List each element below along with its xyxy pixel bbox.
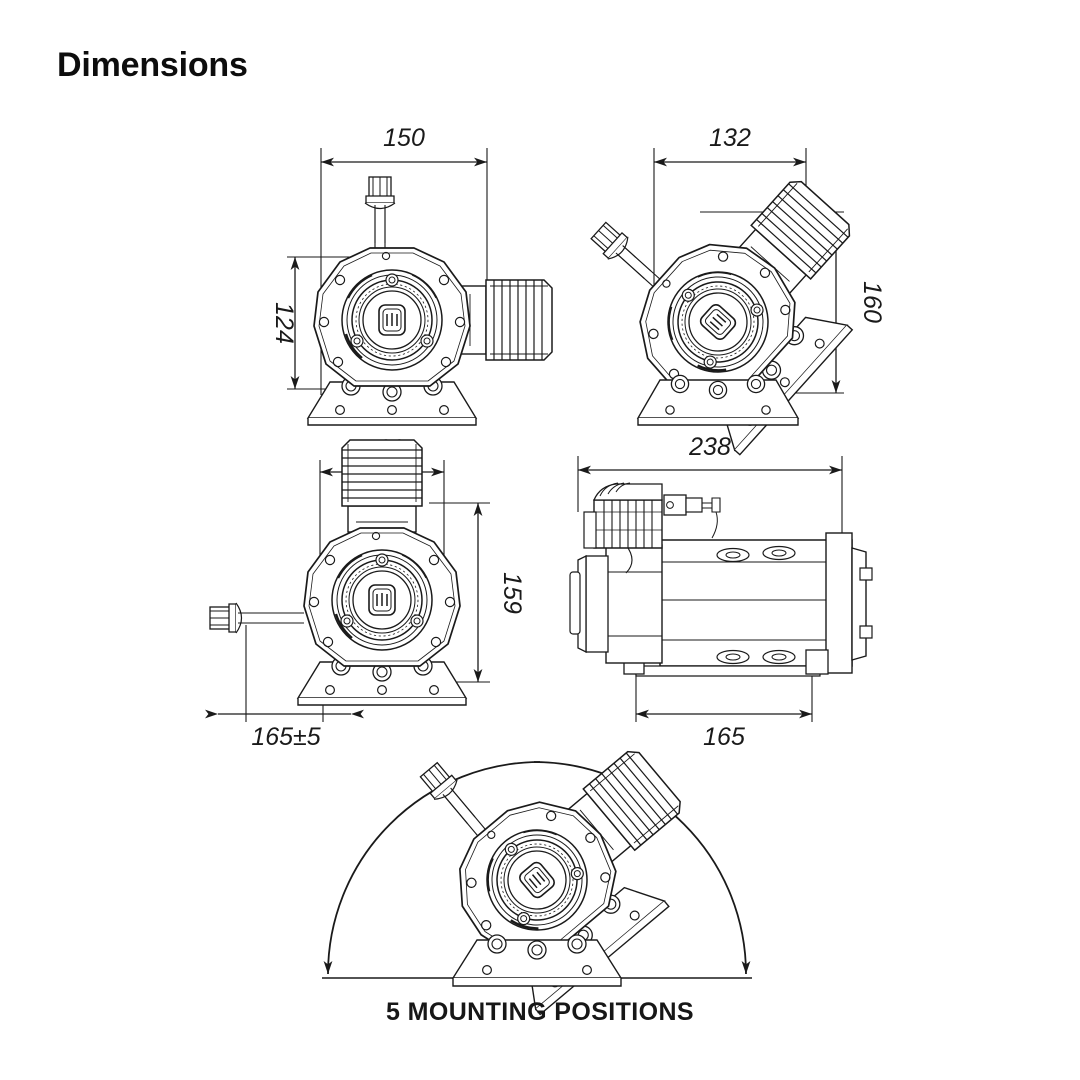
dim-label-160: 160 <box>858 281 886 323</box>
view-mounting-arc <box>322 745 752 1016</box>
page-title: Dimensions <box>57 46 248 84</box>
dim-label-150: 150 <box>383 124 425 152</box>
rotation-arc-right <box>533 761 751 975</box>
rotation-arc-left <box>323 761 541 975</box>
dim-label-124: 124 <box>270 302 298 344</box>
dim-label-165: 165 <box>703 723 745 751</box>
mounting-positions-caption: 5 MOUNTING POSITIONS <box>385 998 695 1026</box>
view-front-upright: 150 124 <box>270 124 553 427</box>
dim-label-159: 159 <box>498 572 526 614</box>
view-side: 238 165 <box>569 433 873 751</box>
view-front-rotated: 132 160 <box>587 124 886 456</box>
dim-label-132: 132 <box>709 124 751 152</box>
view-front-vertical-head: 109 159 165±5 <box>205 435 526 751</box>
dim-label-238: 238 <box>688 433 731 461</box>
dim-label-165pm5: 165±5 <box>251 723 320 751</box>
